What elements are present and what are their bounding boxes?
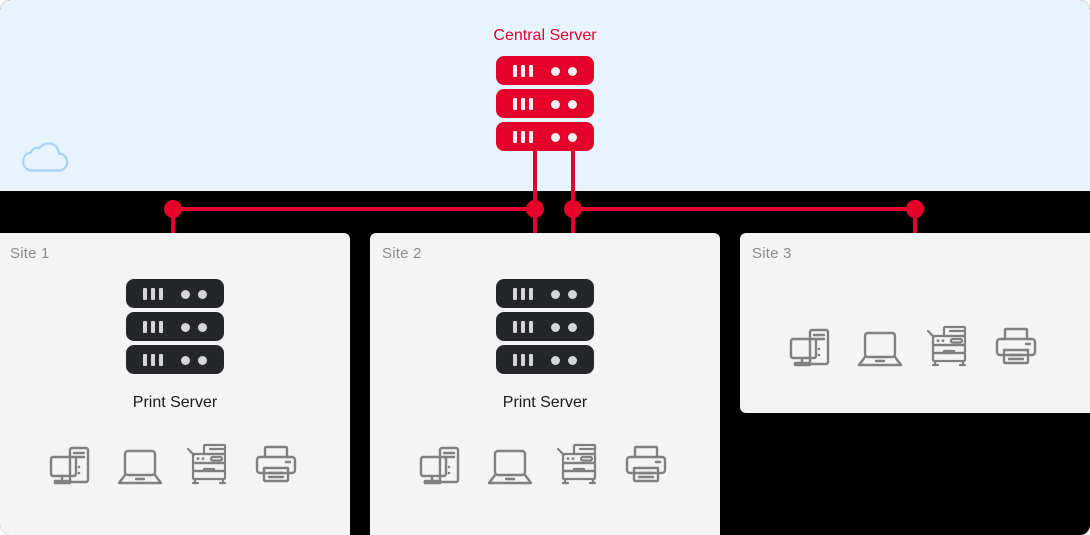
printer-icon[interactable] [622, 440, 670, 490]
site-label-1: Site 1 [10, 245, 50, 262]
server-unit [496, 279, 594, 308]
server-unit [496, 89, 594, 118]
site-2-server-icon[interactable] [496, 279, 594, 378]
server-leds [551, 290, 577, 299]
server-leds [551, 67, 577, 76]
site-label-2: Site 2 [382, 245, 422, 262]
laptop-icon[interactable] [486, 440, 534, 490]
junction-dot-site1 [164, 200, 182, 218]
printer-icon[interactable] [992, 322, 1040, 372]
server-bars [143, 321, 163, 333]
site-1-print-server-label: Print Server [132, 394, 218, 411]
copier-icon[interactable] [924, 322, 972, 372]
server-bars [513, 65, 533, 77]
server-bars [513, 288, 533, 300]
server-unit [126, 279, 224, 308]
server-bars [513, 321, 533, 333]
server-bars [143, 288, 163, 300]
site-1-server-icon[interactable] [126, 279, 224, 378]
cloud-icon [22, 142, 69, 172]
desktop-computer-icon[interactable] [788, 322, 836, 372]
central-server-title: Central Server [493, 27, 597, 44]
server-unit [496, 312, 594, 341]
server-leds [551, 356, 577, 365]
server-leds [181, 323, 207, 332]
server-leds [551, 133, 577, 142]
site-3-device-row [788, 322, 1040, 372]
site-1-device-row [48, 440, 300, 490]
server-bars [513, 131, 533, 143]
server-unit [496, 56, 594, 85]
junction-dot-center-right [564, 200, 582, 218]
laptop-icon[interactable] [856, 322, 904, 372]
laptop-icon[interactable] [116, 440, 164, 490]
site-2-print-server-label: Print Server [502, 394, 588, 411]
desktop-computer-icon[interactable] [48, 440, 96, 490]
site-card-3[interactable]: Site 3 [740, 233, 1090, 413]
server-leds [551, 100, 577, 109]
desktop-computer-icon[interactable] [418, 440, 466, 490]
server-unit [496, 345, 594, 374]
server-bars [513, 354, 533, 366]
site-label-3: Site 3 [752, 245, 792, 262]
copier-icon[interactable] [184, 440, 232, 490]
server-unit [126, 345, 224, 374]
junction-dot-center-left [526, 200, 544, 218]
server-unit [126, 312, 224, 341]
server-leds [181, 290, 207, 299]
copier-icon[interactable] [554, 440, 602, 490]
server-leds [181, 356, 207, 365]
server-bars [143, 354, 163, 366]
site-2-device-row [418, 440, 670, 490]
junction-dot-site3 [906, 200, 924, 218]
server-bars [513, 98, 533, 110]
central-server-icon[interactable] [496, 56, 594, 155]
server-unit [496, 122, 594, 151]
printer-icon[interactable] [252, 440, 300, 490]
server-leds [551, 323, 577, 332]
